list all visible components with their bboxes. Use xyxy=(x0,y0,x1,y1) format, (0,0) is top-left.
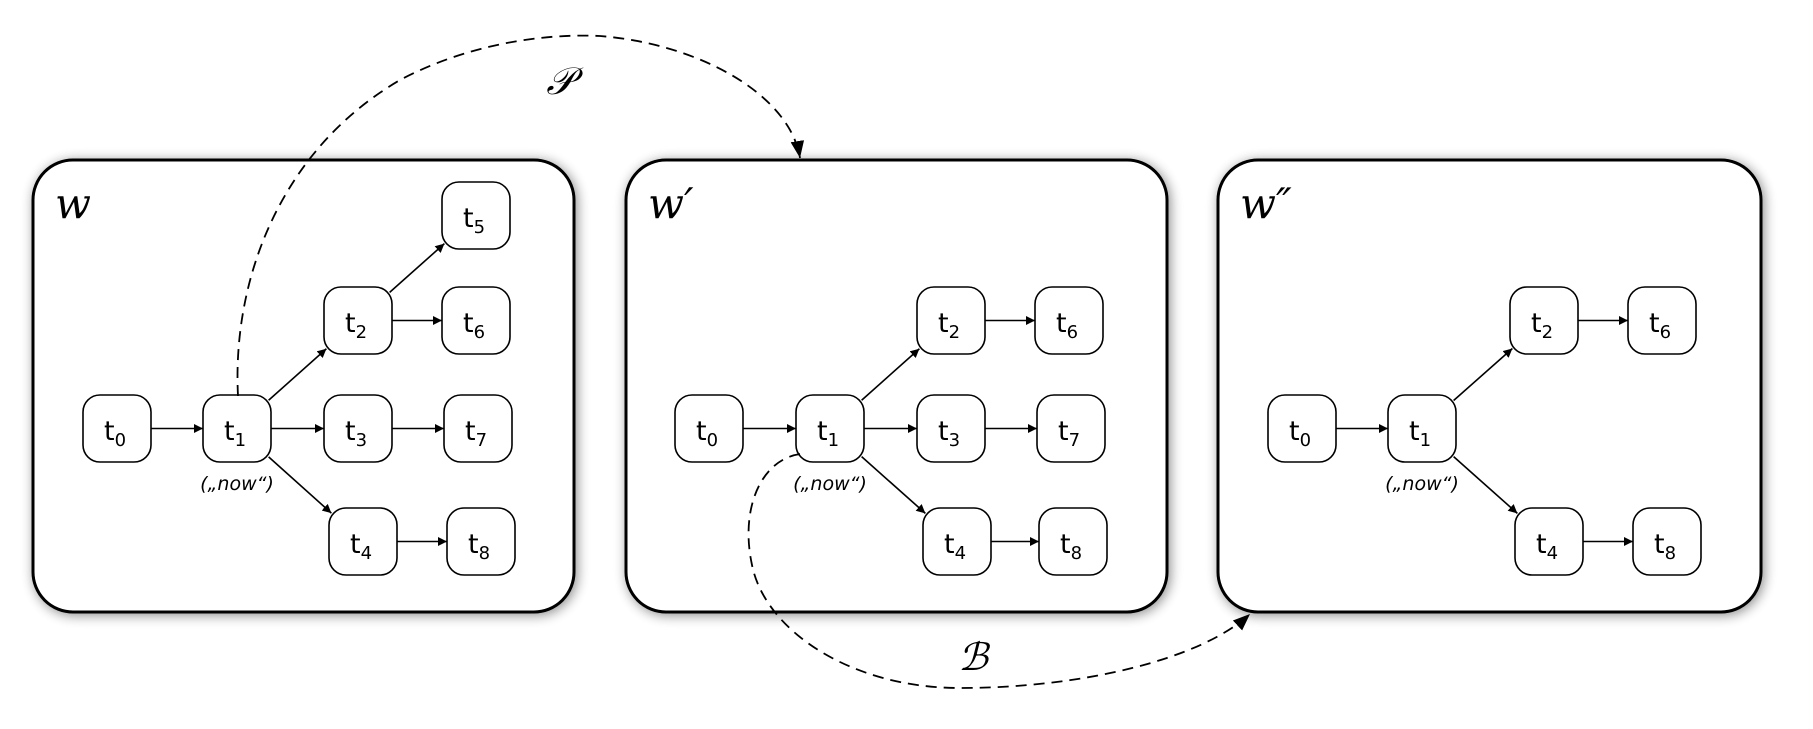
node-t6: t6 xyxy=(1034,286,1104,355)
node-box xyxy=(443,394,513,463)
edge-t1-to-t4 xyxy=(861,456,926,514)
node-t2: t2 xyxy=(916,286,986,355)
node-box xyxy=(202,394,272,463)
world-frame xyxy=(31,158,576,614)
node-box xyxy=(1034,286,1104,355)
node-box xyxy=(922,507,992,576)
node-t0: t0 xyxy=(82,394,152,463)
world-box-w: w t0 t1 t2 t3 t4 t5 t6 t7 t8 („now“) xyxy=(31,158,576,614)
node-box xyxy=(795,394,865,463)
node-t1: t1 xyxy=(795,394,865,463)
node-box xyxy=(441,286,511,355)
edge-t1-to-t2 xyxy=(268,348,327,401)
node-box xyxy=(1509,286,1579,355)
node-t0: t0 xyxy=(1267,394,1337,463)
node-t8: t8 xyxy=(1038,507,1108,576)
node-box xyxy=(1632,507,1702,576)
node-t6: t6 xyxy=(1627,286,1697,355)
world-box-w-double-prime: w″ t0 t1 t2 t4 t6 t8 („now“) xyxy=(1216,158,1763,614)
relation-p-arrow xyxy=(236,34,805,397)
world-label: w xyxy=(55,179,91,228)
node-box xyxy=(82,394,152,463)
node-box xyxy=(323,394,393,463)
node-box xyxy=(441,181,511,250)
now-label: („now“) xyxy=(1385,473,1459,495)
now-label: („now“) xyxy=(200,473,274,495)
node-t7: t7 xyxy=(443,394,513,463)
node-box xyxy=(916,394,986,463)
world-label: w″ xyxy=(1240,179,1292,228)
node-t4: t4 xyxy=(328,507,398,576)
node-t1: t1 xyxy=(1387,394,1457,463)
node-box xyxy=(674,394,744,463)
node-box xyxy=(323,286,393,355)
now-label: („now“) xyxy=(793,473,867,495)
node-box xyxy=(446,507,516,576)
node-t7: t7 xyxy=(1036,394,1106,463)
node-box xyxy=(916,286,986,355)
world-box-w-prime: w′ t0 t1 t2 t3 t4 t6 t7 t8 („now“) xyxy=(624,158,1169,614)
node-t4: t4 xyxy=(922,507,992,576)
world-label: w′ xyxy=(648,179,694,228)
node-t3: t3 xyxy=(916,394,986,463)
relation-p-label: 𝒫 xyxy=(546,59,584,103)
node-t1: t1 xyxy=(202,394,272,463)
edge-t1-to-t2 xyxy=(1453,347,1513,402)
relation-b-arrow xyxy=(747,453,1251,689)
node-box xyxy=(1387,394,1457,463)
node-t4: t4 xyxy=(1514,507,1584,576)
edge-t1-to-t4 xyxy=(1453,456,1518,514)
node-box xyxy=(1267,394,1337,463)
world-frame xyxy=(1216,158,1763,614)
node-t3: t3 xyxy=(323,394,393,463)
edge-t1-to-t2 xyxy=(861,348,920,401)
edge-t1-to-t4 xyxy=(268,456,332,514)
edge-t2-to-t5 xyxy=(389,243,445,293)
relation-b-label: ℬ xyxy=(958,635,991,679)
node-box xyxy=(1038,507,1108,576)
node-box xyxy=(328,507,398,576)
node-t5: t5 xyxy=(441,181,511,250)
node-t0: t0 xyxy=(674,394,744,463)
node-t2: t2 xyxy=(323,286,393,355)
node-t8: t8 xyxy=(446,507,516,576)
node-box xyxy=(1036,394,1106,463)
node-t2: t2 xyxy=(1509,286,1579,355)
node-box xyxy=(1627,286,1697,355)
node-box xyxy=(1514,507,1584,576)
world-frame xyxy=(624,158,1169,614)
node-t8: t8 xyxy=(1632,507,1702,576)
node-t6: t6 xyxy=(441,286,511,355)
